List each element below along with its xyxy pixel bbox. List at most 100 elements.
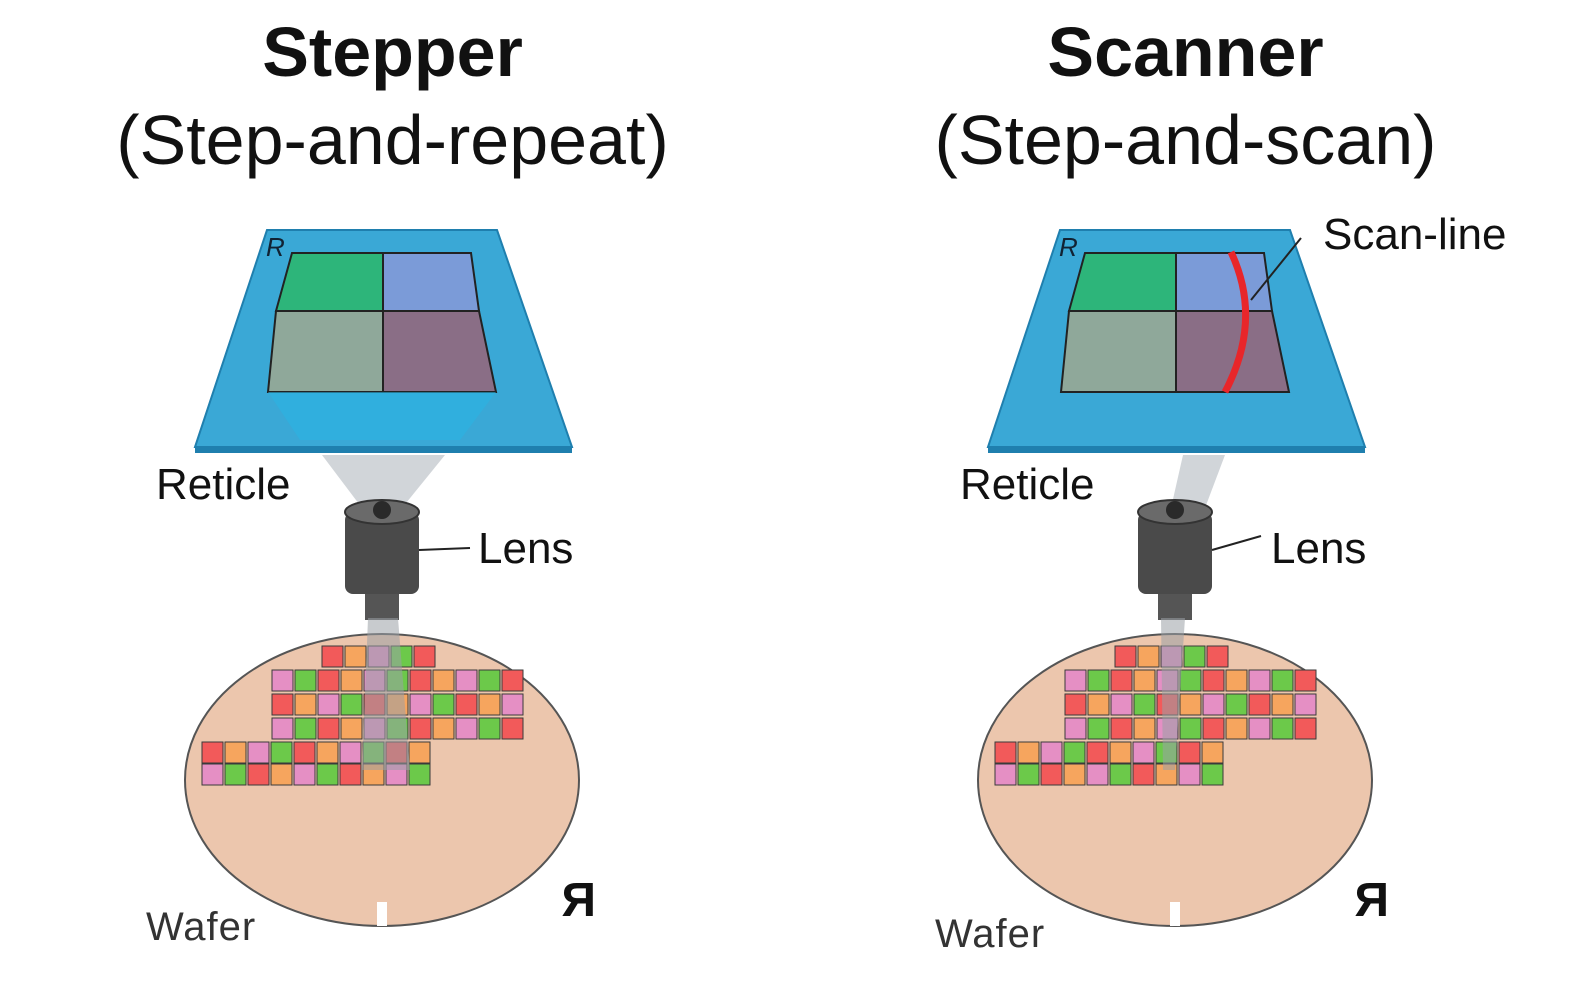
scanner-die	[1110, 669, 1133, 692]
stepper-die	[432, 693, 455, 716]
scanner-wafer-label: Wafer	[935, 912, 1046, 956]
scanner-die	[994, 763, 1017, 786]
stepper-die	[339, 741, 362, 764]
scanner-die	[1017, 763, 1040, 786]
scanner-die	[994, 741, 1017, 764]
scanner-die	[1178, 741, 1201, 764]
scanner-panel: Scanner (Step-and-scan) R R Scan-line Re…	[793, 0, 1571, 1000]
stepper-die	[478, 693, 501, 716]
scanner-die	[1086, 763, 1109, 786]
scanner-die	[1179, 669, 1202, 692]
stepper-light-cone-upper	[322, 455, 445, 508]
scanner-die	[1110, 717, 1133, 740]
scanner-die	[1133, 669, 1156, 692]
scanner-reticle-label: Reticle	[960, 460, 1095, 509]
stepper-lens-body	[345, 512, 419, 594]
stepper-die	[294, 693, 317, 716]
stepper-die	[271, 693, 294, 716]
scanner-die	[1179, 693, 1202, 716]
scanner-light-cone-upper	[1171, 455, 1225, 508]
scanner-title: Scanner	[1047, 13, 1324, 91]
stepper-wafer-notch	[377, 902, 387, 926]
scanner-die	[1248, 717, 1271, 740]
scanner-die	[1137, 645, 1160, 668]
stepper-die	[201, 763, 224, 786]
stepper-panel: Stepper (Step-and-repeat) R R Reticle Le…	[0, 0, 785, 1000]
scanner-die	[1063, 763, 1086, 786]
stepper-die	[224, 763, 247, 786]
stepper-reticle-label: Reticle	[156, 460, 291, 509]
stepper-die	[316, 741, 339, 764]
scanner-scan-line	[1221, 250, 1250, 394]
stepper-die	[271, 717, 294, 740]
stepper-die	[408, 763, 431, 786]
stepper-die	[271, 669, 294, 692]
stepper-die	[224, 741, 247, 764]
scanner-die	[1206, 645, 1229, 668]
stepper-reticle-edge	[195, 447, 572, 453]
scanner-die	[1109, 741, 1132, 764]
stepper-die	[317, 669, 340, 692]
scanner-die	[1040, 763, 1063, 786]
scanner-die	[1086, 741, 1109, 764]
scanner-lens-aperture	[1166, 501, 1184, 519]
stepper-die	[409, 693, 432, 716]
scanner-die-grid	[994, 645, 1317, 786]
stepper-die	[270, 741, 293, 764]
stepper-quad-blue	[382, 252, 481, 312]
scanner-die	[1133, 717, 1156, 740]
stepper-die	[340, 717, 363, 740]
scanner-die	[1248, 669, 1271, 692]
scanner-light-column	[1161, 618, 1185, 770]
scanner-lens-body	[1138, 512, 1212, 594]
stepper-title: Stepper	[262, 13, 523, 91]
scanner-scanline-leader	[1250, 237, 1302, 301]
scanner-scanline-label: Scan-line	[1323, 210, 1507, 259]
stepper-die	[478, 669, 501, 692]
scanner-die	[1114, 645, 1137, 668]
stepper-die	[293, 741, 316, 764]
scanner-die	[1064, 693, 1087, 716]
stepper-die	[501, 669, 524, 692]
scanner-die	[1271, 693, 1294, 716]
scanner-wafer-mark: R	[1354, 874, 1389, 927]
stepper-die	[293, 763, 316, 786]
scanner-die	[1110, 693, 1133, 716]
stepper-wafer-label: Wafer	[146, 905, 257, 949]
stepper-die	[317, 693, 340, 716]
stepper-die	[270, 763, 293, 786]
stepper-lens-aperture	[373, 501, 391, 519]
scanner-lens-leader	[1211, 535, 1262, 551]
stepper-die	[408, 741, 431, 764]
stepper-lens-leader	[418, 547, 471, 551]
stepper-die	[294, 669, 317, 692]
scanner-die	[1271, 717, 1294, 740]
stepper-die	[501, 693, 524, 716]
scanner-die	[1087, 717, 1110, 740]
scanner-quad-gray	[1059, 310, 1177, 393]
stepper-die	[455, 669, 478, 692]
scanner-die	[1087, 669, 1110, 692]
stepper-die	[247, 763, 270, 786]
stepper-die	[455, 693, 478, 716]
scanner-die	[1087, 693, 1110, 716]
stepper-die	[294, 717, 317, 740]
scanner-die	[1040, 741, 1063, 764]
scanner-die	[1294, 717, 1317, 740]
scanner-die	[1201, 763, 1224, 786]
scanner-die	[1225, 669, 1248, 692]
scanner-reticle-mark: R	[1059, 232, 1078, 262]
stepper-die	[478, 717, 501, 740]
scanner-lens-neck	[1158, 594, 1192, 620]
scanner-die	[1225, 693, 1248, 716]
stepper-die	[455, 717, 478, 740]
stepper-die-grid	[201, 645, 524, 786]
stepper-die	[317, 717, 340, 740]
scanner-die	[1202, 693, 1225, 716]
scanner-die	[1132, 763, 1155, 786]
stepper-die	[201, 741, 224, 764]
stepper-wafer-mark: R	[561, 874, 596, 927]
stepper-reticle-glow	[268, 392, 496, 440]
scanner-die	[1179, 717, 1202, 740]
scanner-die	[1225, 717, 1248, 740]
